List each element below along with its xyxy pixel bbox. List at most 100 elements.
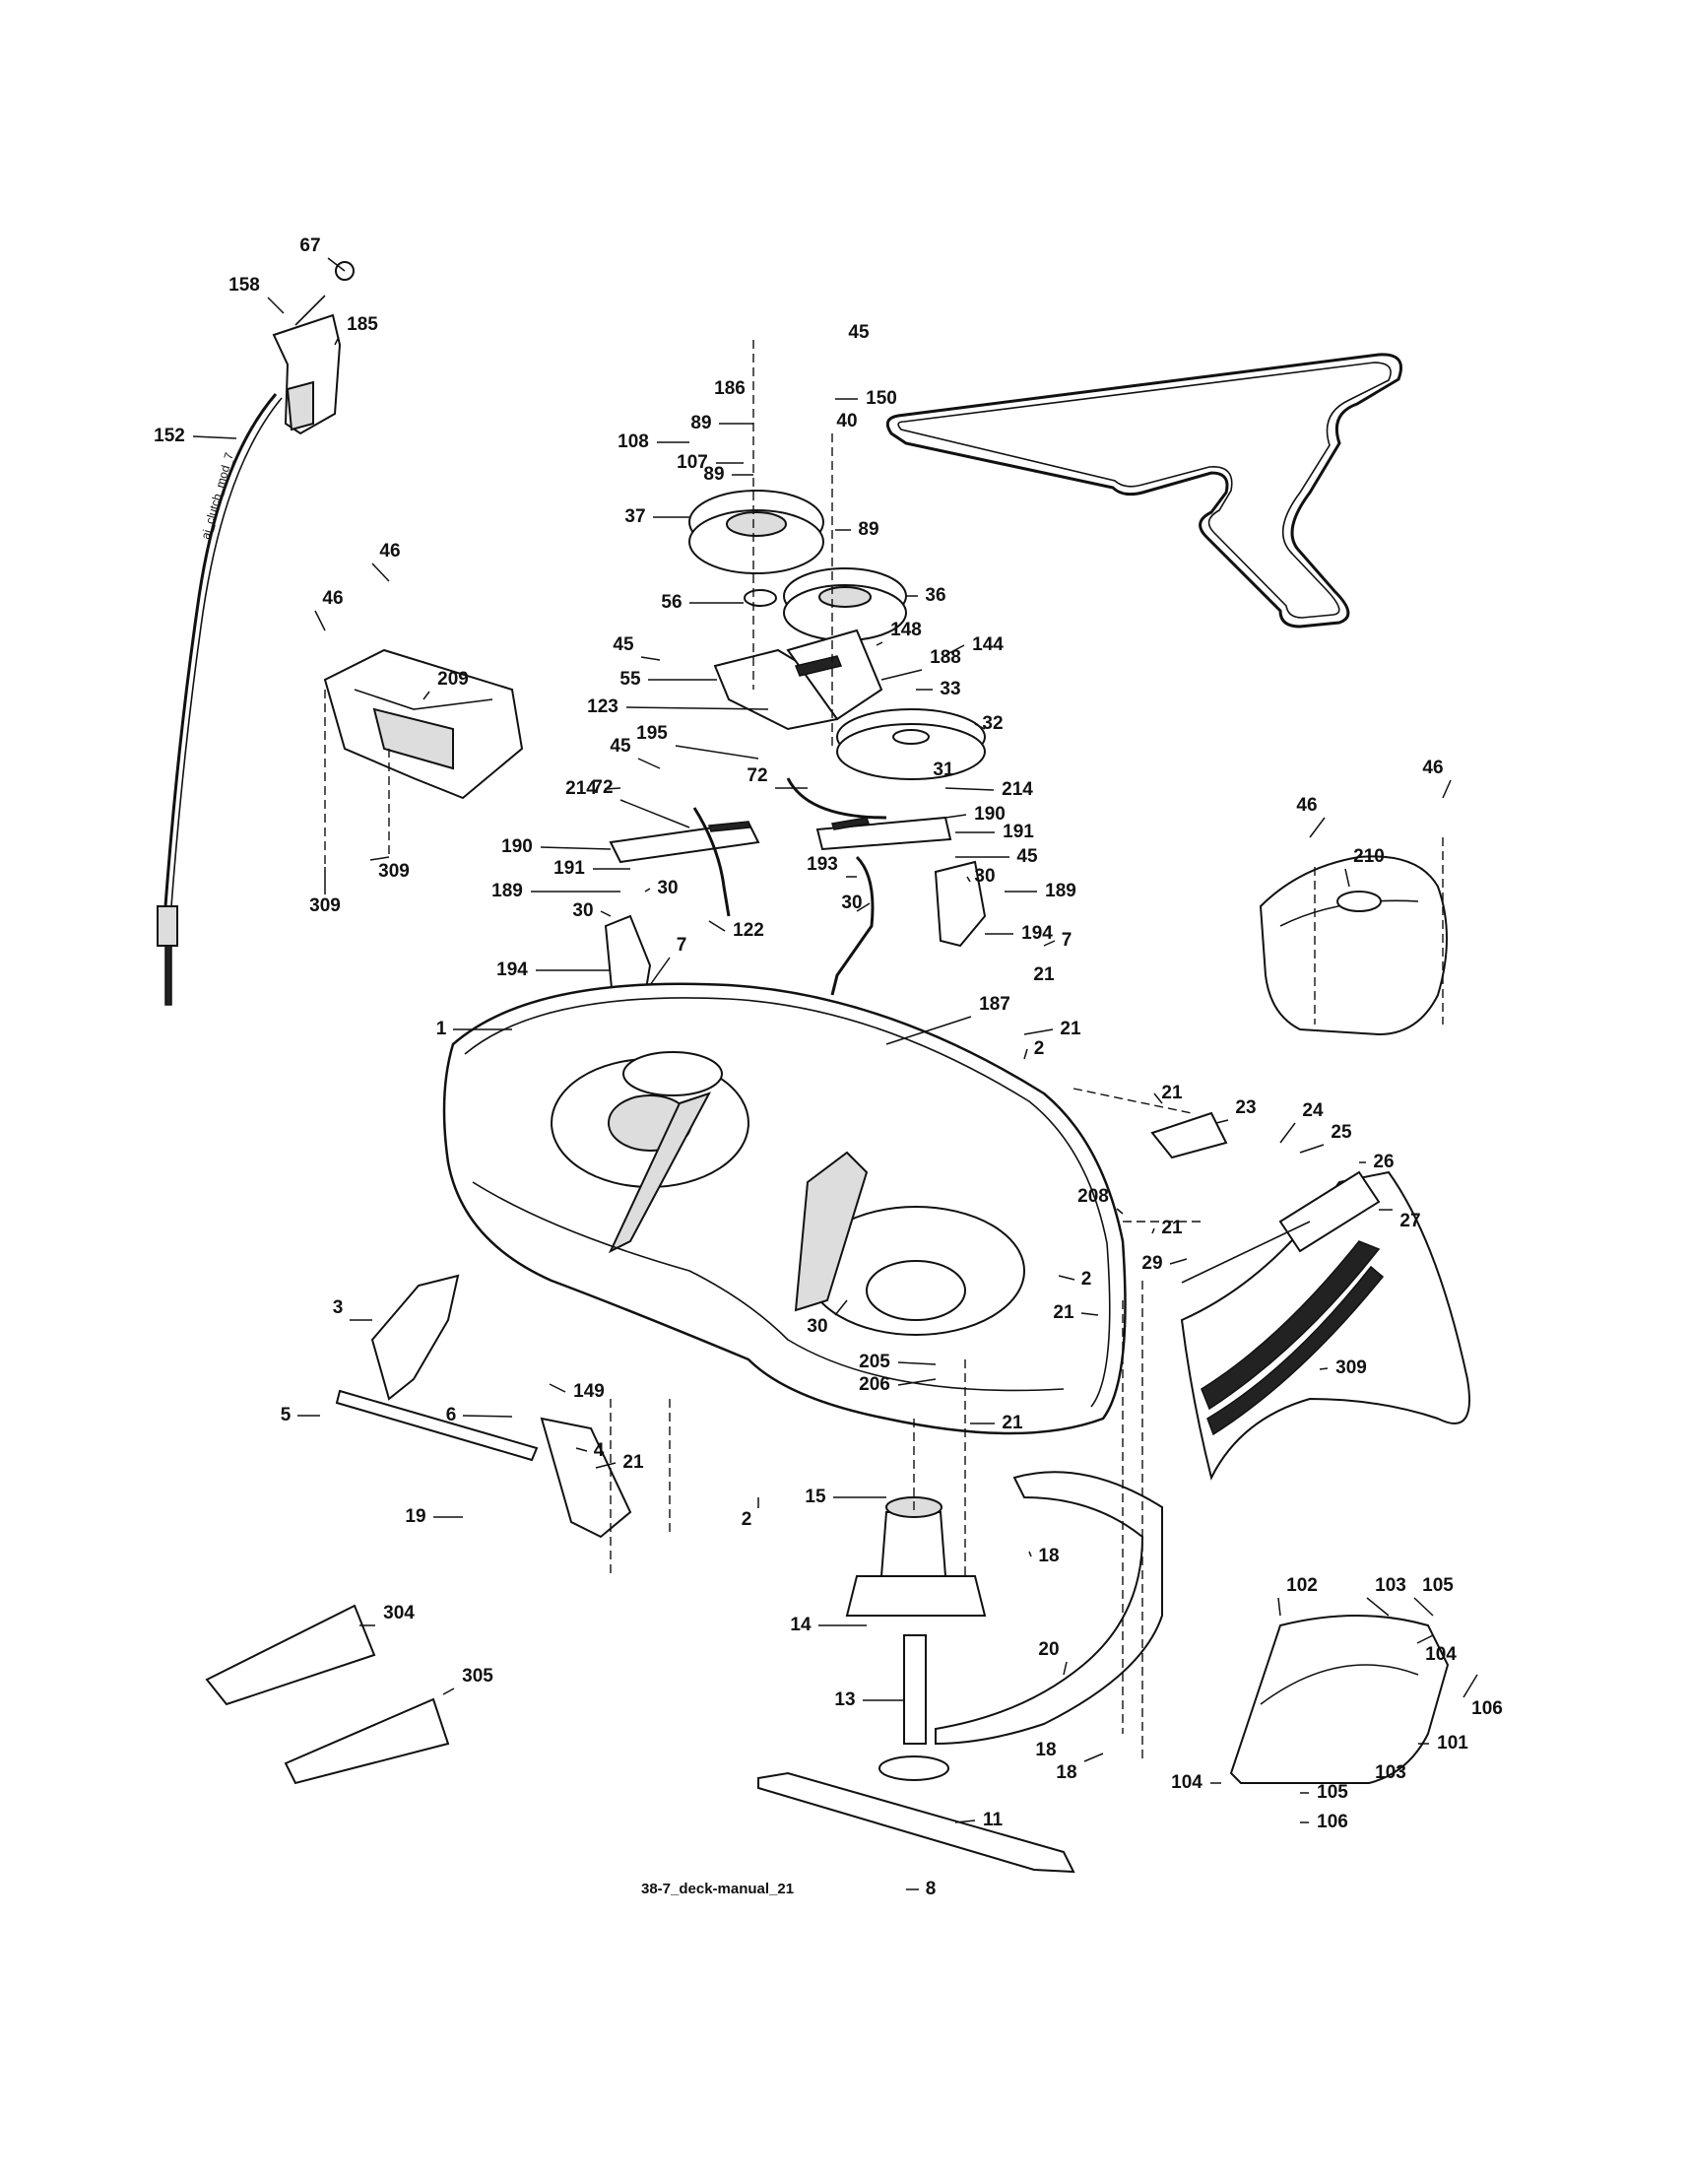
callout-144: 144 bbox=[944, 634, 1004, 656]
callout-label: 195 bbox=[636, 723, 668, 744]
callout-89: 89 bbox=[703, 464, 753, 485]
callout-label: 21 bbox=[1033, 964, 1055, 985]
callout-25: 25 bbox=[1299, 1122, 1352, 1154]
callout-21: 21 bbox=[1023, 1019, 1081, 1039]
callout-72: 72 bbox=[747, 765, 808, 789]
callout-45: 45 bbox=[613, 634, 661, 661]
callout-102: 102 bbox=[1277, 1575, 1318, 1617]
callout-label: 205 bbox=[859, 1352, 890, 1372]
leader-line bbox=[1153, 1092, 1163, 1104]
callout-label: 188 bbox=[930, 647, 961, 668]
leader-line bbox=[369, 856, 390, 861]
callout-210: 210 bbox=[1344, 846, 1385, 888]
callout-55: 55 bbox=[619, 669, 717, 690]
callout-18: 18 bbox=[1035, 1740, 1056, 1760]
leader-line bbox=[1023, 1048, 1028, 1060]
callout-label: 21 bbox=[1060, 1019, 1081, 1039]
callout-label: 206 bbox=[859, 1374, 890, 1395]
leader-line bbox=[1309, 817, 1326, 838]
callout-label: 191 bbox=[1003, 822, 1034, 842]
callout-186: 186 bbox=[714, 378, 746, 399]
callout-label: 106 bbox=[1471, 1698, 1503, 1719]
callout-label: 46 bbox=[379, 541, 400, 562]
blade-spindle bbox=[845, 1496, 987, 1781]
callout-label: 89 bbox=[690, 413, 711, 433]
callout-150: 150 bbox=[835, 388, 897, 409]
callout-label: 187 bbox=[979, 994, 1010, 1015]
leader-line bbox=[600, 910, 612, 917]
leader-line bbox=[1279, 1122, 1296, 1144]
callout-label: 32 bbox=[982, 713, 1003, 734]
callout-label: 108 bbox=[618, 431, 649, 452]
callout-label: 107 bbox=[677, 452, 708, 473]
drive-pulley bbox=[836, 708, 986, 780]
leader-line bbox=[1043, 940, 1056, 947]
callout-label: 104 bbox=[1425, 1644, 1457, 1665]
callout-33: 33 bbox=[916, 679, 961, 699]
callout-label: 186 bbox=[714, 378, 746, 399]
callout-label: 5 bbox=[281, 1405, 292, 1425]
callout-label: 208 bbox=[1077, 1186, 1109, 1207]
assembly-lines bbox=[324, 340, 1444, 1763]
callout-label: 30 bbox=[974, 866, 995, 887]
callout-46: 46 bbox=[1296, 795, 1326, 838]
callout-label: 31 bbox=[933, 760, 954, 780]
callout-label: 309 bbox=[378, 861, 410, 882]
drive-belt bbox=[885, 353, 1402, 629]
callout-30: 30 bbox=[807, 1299, 848, 1337]
callout-label: 2 bbox=[742, 1509, 752, 1530]
callout-21: 21 bbox=[1153, 1083, 1183, 1104]
leader-line bbox=[1080, 1312, 1099, 1316]
callout-label: 150 bbox=[866, 388, 897, 409]
leader-line bbox=[327, 257, 346, 272]
callout-18: 18 bbox=[1028, 1546, 1060, 1566]
diagram-caption: 38-7_deck-manual_21 bbox=[641, 1881, 794, 1897]
callout-205: 205 bbox=[859, 1352, 937, 1372]
callout-label: 105 bbox=[1317, 1782, 1348, 1803]
callout-label: 189 bbox=[491, 881, 523, 901]
callout-label: 30 bbox=[657, 878, 678, 898]
callout-label: 18 bbox=[1056, 1762, 1076, 1783]
callout-21: 21 bbox=[970, 1413, 1023, 1433]
callout-label: 193 bbox=[807, 854, 838, 875]
leader-line bbox=[708, 920, 726, 932]
callout-label: 194 bbox=[496, 960, 528, 980]
callout-20: 20 bbox=[1038, 1639, 1068, 1676]
callout-30: 30 bbox=[841, 893, 871, 913]
callout-label: 45 bbox=[1016, 846, 1038, 867]
callout-37: 37 bbox=[624, 506, 689, 527]
callout-46: 46 bbox=[1422, 758, 1452, 799]
callout-label: 214 bbox=[565, 778, 597, 799]
leader-line bbox=[834, 1299, 848, 1316]
callout-label: 194 bbox=[1021, 923, 1053, 944]
callout-72: 72 bbox=[592, 777, 690, 828]
callout-label: 304 bbox=[383, 1603, 415, 1623]
callout-105: 105 bbox=[1413, 1575, 1454, 1617]
callout-label: 189 bbox=[1045, 881, 1076, 901]
leader-line bbox=[1023, 1028, 1054, 1035]
callout-label: 45 bbox=[610, 736, 631, 757]
callout-26: 26 bbox=[1359, 1152, 1395, 1172]
callout-label: 209 bbox=[437, 669, 469, 690]
callout-label: 89 bbox=[858, 519, 878, 540]
callout-188: 188 bbox=[880, 647, 961, 681]
leader-line bbox=[944, 814, 967, 819]
leader-line bbox=[595, 1462, 617, 1469]
leader-line bbox=[1151, 1227, 1155, 1234]
callout-105: 105 bbox=[1300, 1782, 1348, 1803]
leader-line bbox=[876, 641, 883, 646]
callout-89: 89 bbox=[690, 413, 753, 433]
leader-line bbox=[1116, 1208, 1124, 1215]
callout-19: 19 bbox=[405, 1506, 463, 1527]
callout-label: 46 bbox=[1296, 795, 1317, 816]
callout-label: 105 bbox=[1422, 1575, 1454, 1596]
callout-30: 30 bbox=[572, 900, 612, 921]
callout-29: 29 bbox=[1141, 1253, 1188, 1274]
callout-18: 18 bbox=[1056, 1753, 1104, 1783]
callout-label: 122 bbox=[733, 920, 764, 941]
callout-label: 37 bbox=[624, 506, 645, 527]
callout-194: 194 bbox=[496, 960, 611, 980]
callout-7: 7 bbox=[649, 935, 686, 986]
